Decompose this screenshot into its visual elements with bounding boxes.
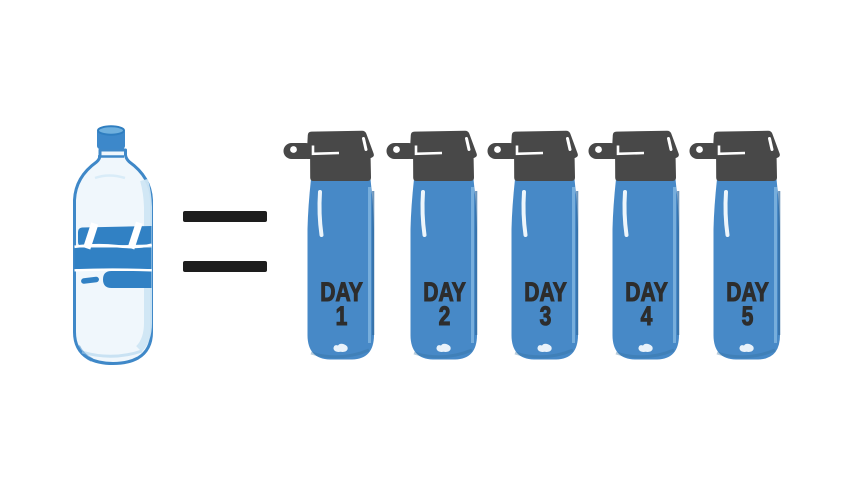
equals-sign-bottom-bar [183,261,267,272]
day-number: 1 [335,301,348,331]
day-word: DAY [523,277,567,307]
day-word: DAY [624,277,668,307]
day-number: 4 [640,301,653,331]
day-number: 5 [741,301,754,331]
day-word: DAY [319,277,363,307]
day-word: DAY [725,277,769,307]
equals-sign-top-bar [183,211,267,222]
day-number: 2 [438,301,451,331]
day-number: 3 [539,301,552,331]
day-word: DAY [422,277,466,307]
plastic-bottle-icon [62,120,156,368]
